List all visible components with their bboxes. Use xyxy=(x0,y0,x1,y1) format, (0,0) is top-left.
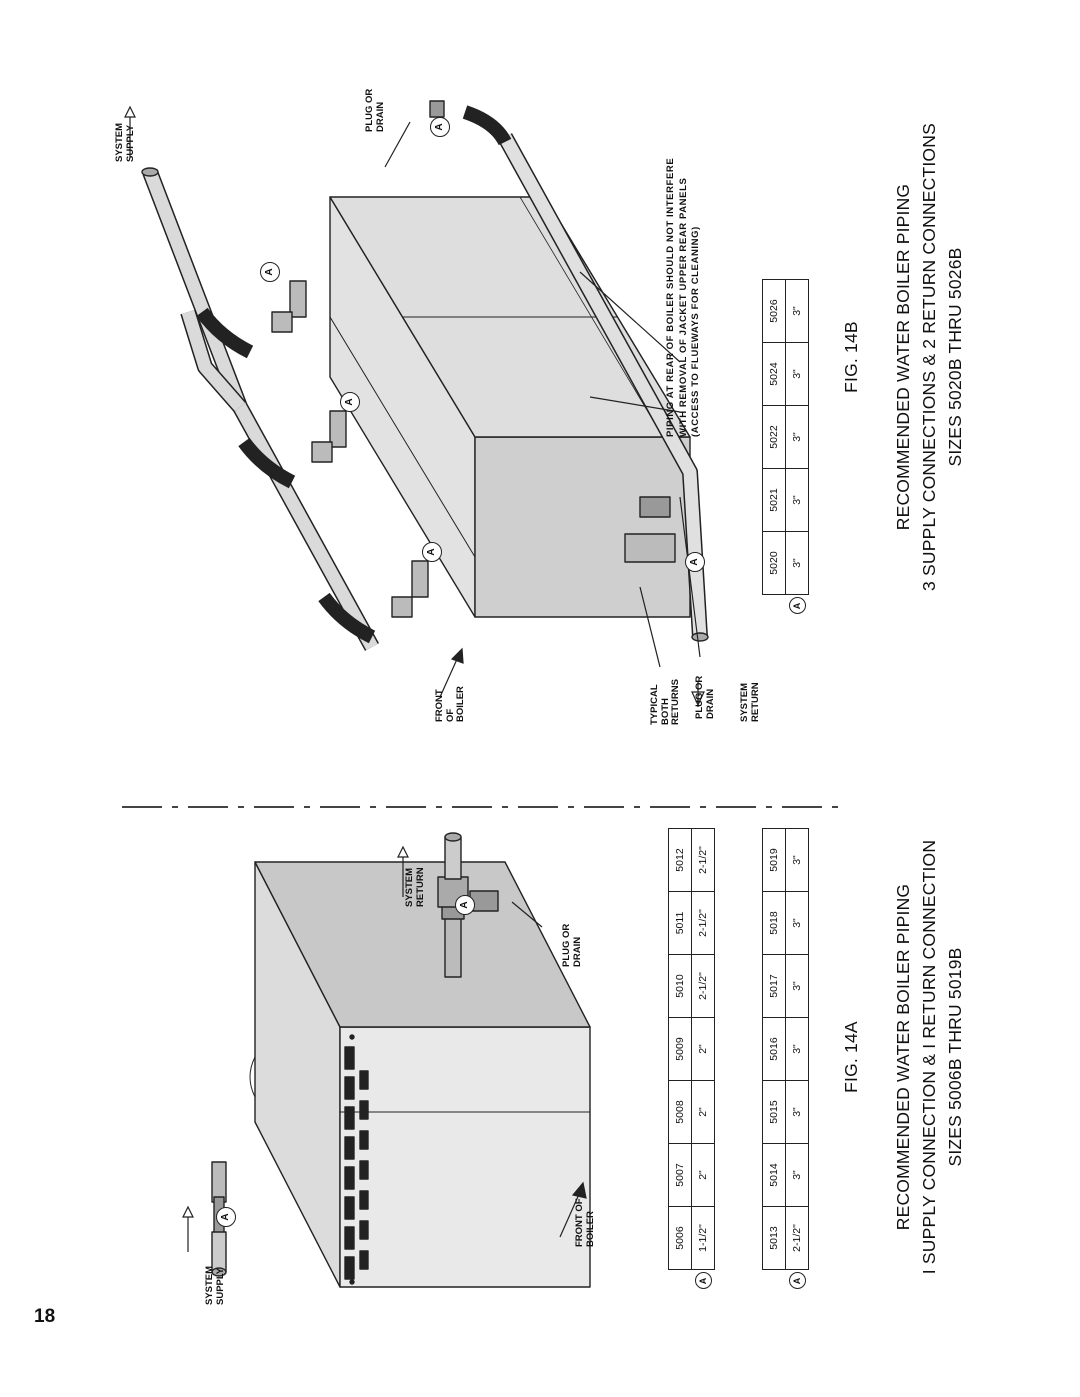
fig14b-caption: FIG. 14B RECOMMENDED WATER BOILER PIPING… xyxy=(838,77,968,637)
table-cell: 5014 xyxy=(762,1143,786,1207)
table-cell: 5010 xyxy=(668,954,692,1018)
note-line: (ACCESS TO FLUEWAYS FOR CLEANING) xyxy=(690,226,701,437)
table-cell: 5011 xyxy=(668,891,692,955)
table-cell: 3" xyxy=(785,279,809,343)
table-cell: 5015 xyxy=(762,1080,786,1144)
table-cell: 5024 xyxy=(762,342,786,406)
fig14b-plug-or-drain-label-top: PLUG OR DRAIN xyxy=(364,88,386,132)
table-cell: 3" xyxy=(785,405,809,469)
table-cell: 5026 xyxy=(762,279,786,343)
table-marker: A xyxy=(788,1272,806,1290)
fig14b-caption-line: RECOMMENDED WATER BOILER PIPING xyxy=(893,183,913,531)
fig14b-system-supply-label: SYSTEM SUPPLY xyxy=(114,122,136,162)
fig14a-size-table-2: 5013 5014 5015 5016 5017 5018 5019 A 2-1… xyxy=(762,828,809,1292)
table-cell: 5019 xyxy=(762,828,786,892)
note-line: WITH REMOVAL OF JACKET UPPER REAR PANELS xyxy=(677,177,689,437)
fig14b-supply-marker: A xyxy=(422,542,442,562)
fig14a-caption: FIG. 14A RECOMMENDED WATER BOILER PIPING… xyxy=(838,837,968,1277)
table-cell: 2" xyxy=(691,1080,715,1144)
table-cell: 3" xyxy=(785,1017,809,1081)
fig14a-caption-line: SIZES 5006B THRU 5019B xyxy=(945,947,965,1167)
table-cell: 5006 xyxy=(668,1206,692,1270)
fig14b-return-marker: A xyxy=(430,117,450,137)
table-cell: 2-1/2" xyxy=(785,1206,809,1270)
fig14a-front-of-boiler-label: FRONT OF BOILER xyxy=(574,1198,596,1247)
table-cell: 3" xyxy=(785,828,809,892)
table-cell: 2-1/2" xyxy=(691,954,715,1018)
table-cell: 5018 xyxy=(762,891,786,955)
fig14b-caption-line: 3 SUPPLY CONNECTIONS & 2 RETURN CONNECTI… xyxy=(919,123,939,591)
fig14b-supply-marker: A xyxy=(340,392,360,412)
table-cell: 3" xyxy=(785,342,809,406)
fig14b-supply-marker: A xyxy=(260,262,280,282)
table-cell: 5016 xyxy=(762,1017,786,1081)
table-cell: 5021 xyxy=(762,468,786,532)
fig14a-plug-or-drain-label: PLUG OR DRAIN xyxy=(561,923,583,967)
table-cell: 3" xyxy=(785,468,809,532)
table-cell: 1-1/2" xyxy=(691,1206,715,1270)
table-cell: 5009 xyxy=(668,1017,692,1081)
fig14a-caption-line: I SUPPLY CONNECTION & I RETURN CONNECTIO… xyxy=(919,839,939,1275)
fig14b-rear-piping-note: PIPING AT REAR OF BOILER SHOULD NOT INTE… xyxy=(665,158,703,437)
table-cell: 3" xyxy=(785,1080,809,1144)
table-marker: A xyxy=(694,1272,712,1290)
fig14a-caption-title: FIG. 14A xyxy=(841,1021,861,1093)
table-cell: 5008 xyxy=(668,1080,692,1144)
fig14b-system-return-label: SYSTEM RETURN xyxy=(739,682,761,722)
fig14a-caption-line: RECOMMENDED WATER BOILER PIPING xyxy=(893,883,913,1231)
fig14a-return-marker: A xyxy=(455,895,475,915)
page-number: 18 xyxy=(34,1306,56,1327)
table-cell: 2-1/2" xyxy=(691,891,715,955)
fig14b-return-marker: A xyxy=(685,552,705,572)
fig14b-caption-line: SIZES 5020B THRU 5026B xyxy=(945,247,965,467)
fig14a-boiler-drawing xyxy=(211,832,591,1288)
fig14a-connection-marker: A xyxy=(216,1207,236,1227)
table-cell: 3" xyxy=(785,954,809,1018)
table-cell: 5020 xyxy=(762,531,786,595)
table-cell: 5022 xyxy=(762,405,786,469)
table-cell: 3" xyxy=(785,1143,809,1207)
fig14a-leader-lines xyxy=(182,845,587,1252)
table-cell: 2" xyxy=(691,1017,715,1081)
note-line: PIPING AT REAR OF BOILER SHOULD NOT INTE… xyxy=(665,157,676,437)
fig14b-front-of-boiler-label: FRONT OF BOILER xyxy=(434,686,466,722)
table-cell: 2" xyxy=(691,1143,715,1207)
table-cell: 5007 xyxy=(668,1143,692,1207)
table-cell: 5017 xyxy=(762,954,786,1018)
fig14a-size-table-1: 5006 5007 5008 5009 5010 5011 5012 A 1-1… xyxy=(668,828,715,1292)
fig14a-system-return-label: SYSTEM RETURN xyxy=(404,867,426,907)
fig14b-typical-both-returns-label: TYPICAL BOTH RETURNS xyxy=(649,679,681,725)
fig14b-plug-or-drain-label-bottom: PLUG OR DRAIN xyxy=(694,675,716,719)
fig14b-caption-title: FIG. 14B xyxy=(841,321,861,393)
table-cell: 5012 xyxy=(668,828,692,892)
fig14b-leader-lines xyxy=(124,105,705,707)
fig14b-boiler-drawing xyxy=(141,100,709,651)
fig14b-size-table: 5020 5021 5022 5024 5026 A 3" 3" 3" 3" 3… xyxy=(762,279,809,617)
table-cell: 3" xyxy=(785,891,809,955)
table-cell: 5013 xyxy=(762,1206,786,1270)
fig14a-system-supply-label: SYSTEM SUPPLY xyxy=(204,1265,226,1305)
table-cell: 2-1/2" xyxy=(691,828,715,892)
table-cell: 3" xyxy=(785,531,809,595)
table-marker: A xyxy=(788,597,806,615)
